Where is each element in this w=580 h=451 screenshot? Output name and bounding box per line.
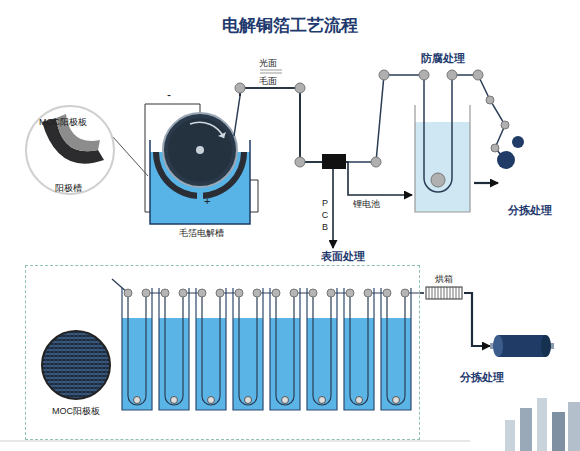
foil-roll xyxy=(490,335,554,357)
node-label: MOC阳极板 xyxy=(40,406,112,417)
splitter-box xyxy=(322,154,346,169)
section-heading: 分拣处理 xyxy=(498,204,562,217)
anticorrosion-line xyxy=(346,75,510,212)
connector xyxy=(474,182,498,184)
connector xyxy=(464,293,490,346)
node-label: 阳极槽 xyxy=(55,183,82,194)
edge-label: 锂电池 xyxy=(353,199,380,210)
treatment-tanks xyxy=(112,279,424,410)
foil-roll: 分拣处理 xyxy=(490,333,552,361)
electrolysis-cell: 毛箔电解槽 xyxy=(148,96,254,242)
node-label: 烘箱 xyxy=(424,274,464,285)
node-label: 毛箔电解槽 xyxy=(148,228,254,239)
surface-treatment-band: 表面处理 MOC阳极板 xyxy=(25,248,420,440)
section-heading: 防腐处理 xyxy=(412,52,474,65)
sorting-step: 分拣处理 xyxy=(498,176,562,220)
polarity-sign: + xyxy=(204,196,210,207)
diagram-title: 电解铜箔工艺流程 xyxy=(0,16,580,36)
edge-label: PCB xyxy=(319,198,330,234)
corner-graphic xyxy=(0,398,580,451)
oven-grid xyxy=(426,287,462,299)
section-heading: 分拣处理 xyxy=(460,371,504,384)
oven: 烘箱 xyxy=(424,274,464,302)
callout-circle: MOC阳极板 xyxy=(40,330,112,422)
polarity-sign: - xyxy=(167,90,171,101)
connector xyxy=(240,88,333,248)
foil-icon xyxy=(260,70,282,73)
electrolysis-cell xyxy=(145,96,258,224)
anticorrosion-tank: 防腐处理 xyxy=(412,52,474,212)
reel xyxy=(512,136,524,148)
connector xyxy=(240,88,412,195)
callout-circle: MOC阳极板阳极槽 xyxy=(25,105,115,195)
surface-label: 毛面 xyxy=(259,76,277,87)
section-heading: 表面处理 xyxy=(321,250,365,263)
surface-label: 光面 xyxy=(259,58,277,69)
anode-callout-image xyxy=(42,331,110,399)
reel xyxy=(497,151,515,169)
connector xyxy=(420,292,424,293)
connector xyxy=(113,137,148,176)
node-label: MOC阳极板 xyxy=(39,117,87,128)
